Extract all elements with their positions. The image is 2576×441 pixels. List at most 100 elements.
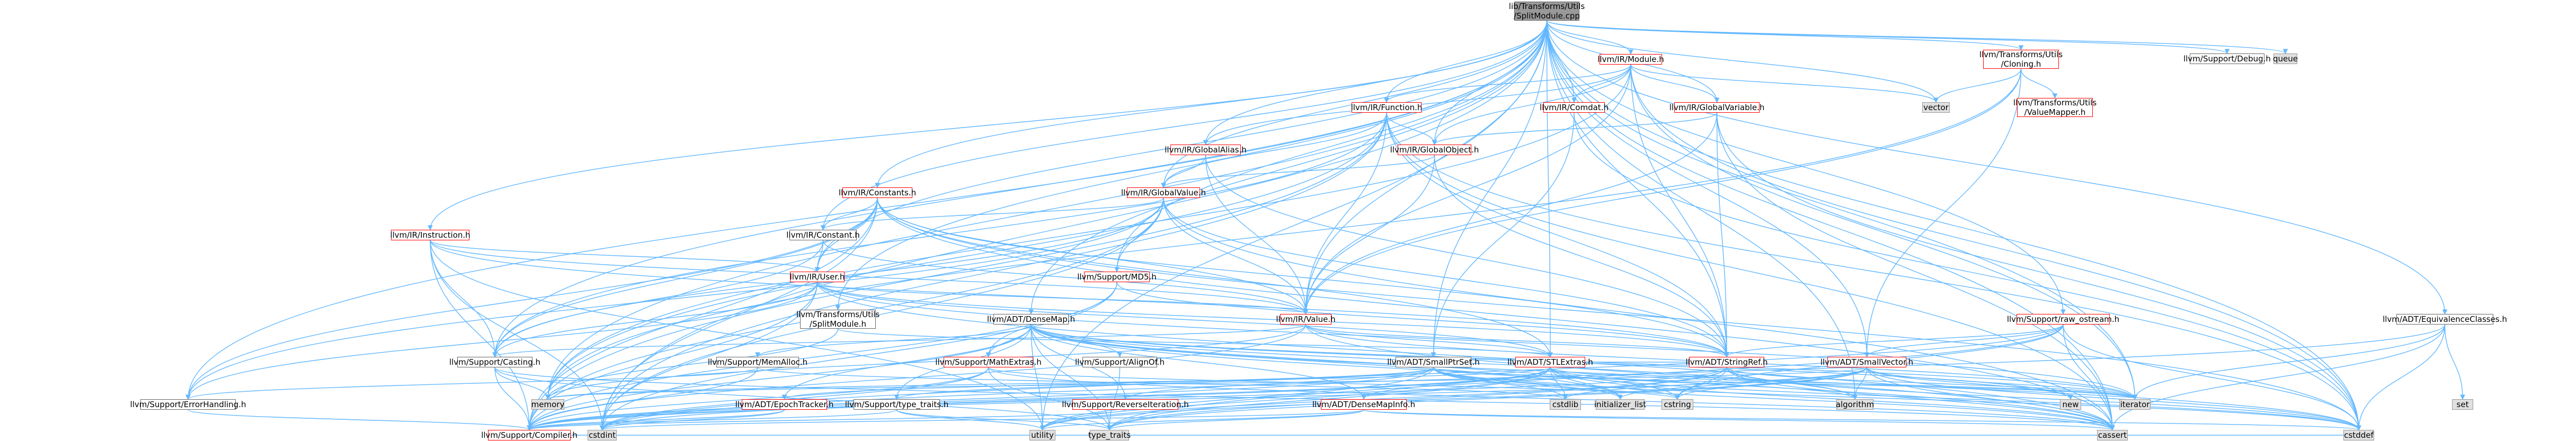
edge-user-to-casting <box>494 282 818 357</box>
edge-cloning-to-vector <box>1935 68 2022 103</box>
edge-densemap-to-utility <box>1031 324 1043 430</box>
edge-globalvariable-to-cassert <box>1716 112 2113 430</box>
node-type_traits[interactable]: type_traits <box>1088 430 1131 440</box>
node-new[interactable]: new <box>2060 399 2081 410</box>
edge-densemap-to-cstddef <box>1031 324 2359 430</box>
node-set[interactable]: set <box>2452 399 2473 410</box>
node-epochtracker[interactable]: llvm/ADT/EpochTracker.h <box>735 399 834 410</box>
edge-instruction-to-utility <box>430 240 1043 430</box>
node-user[interactable]: llvm/IR/User.h <box>789 272 845 282</box>
node-densemap[interactable]: llvm/ADT/DenseMap.h <box>987 314 1076 325</box>
edge-arrowhead <box>2018 45 2024 51</box>
node-root[interactable]: lib/Transforms/Utils /SplitModule.cpp <box>1508 2 1585 21</box>
node-vector[interactable]: vector <box>1922 102 1950 113</box>
edge-instruction-to-compiler <box>430 240 530 430</box>
edge-root-to-queue <box>1546 20 2286 54</box>
edge-arrowhead <box>1040 425 1045 431</box>
node-md5[interactable]: llvm/Support/MD5.h <box>1077 272 1157 282</box>
node-globalalias[interactable]: llvm/IR/GlobalAlias.h <box>1165 145 1247 155</box>
edge-cloning-to-memory <box>547 68 2022 400</box>
node-cstddef[interactable]: cstddef <box>2343 430 2374 440</box>
edge-arrowhead <box>185 394 191 400</box>
node-stlextras[interactable]: llvm/ADT/STLExtras.h <box>1507 357 1593 367</box>
edge-user-to-stringref <box>816 282 1727 357</box>
edge-densemapinfo-to-cstdint <box>601 409 1364 430</box>
node-module[interactable]: llvm/IR/Module.h <box>1597 54 1664 65</box>
node-value[interactable]: llvm/IR/Value.h <box>1276 314 1336 325</box>
node-splitmoduleh[interactable]: llvm/Transforms/Utils /SplitModule.h <box>796 310 880 329</box>
node-globalobject[interactable]: llvm/IR/GlobalObject.h <box>1390 145 1479 155</box>
node-iterator[interactable]: iterator <box>2119 399 2151 410</box>
node-rawostream[interactable]: llvm/Support/raw_ostream.h <box>2006 314 2120 325</box>
edge-constants-to-casting <box>494 197 878 357</box>
edge-densemapinfo-to-cstddef <box>1363 409 2359 430</box>
edge-globalvariable-to-stringref <box>1716 112 1727 357</box>
node-utility[interactable]: utility <box>1029 430 1055 440</box>
node-queue[interactable]: queue <box>2273 53 2298 64</box>
node-casting[interactable]: llvm/Support/Casting.h <box>449 357 541 367</box>
edge-constants-to-constant <box>822 197 878 230</box>
edge-root-to-algorithm <box>1546 20 1855 400</box>
node-globalvalue[interactable]: llvm/IR/GlobalValue.h <box>1121 187 1206 198</box>
node-constants[interactable]: llvm/IR/Constants.h <box>838 187 917 198</box>
edge-arrowhead <box>781 394 787 400</box>
edge-arrowhead <box>2282 49 2288 55</box>
node-debug[interactable]: llvm/Support/Debug.h <box>2183 53 2271 64</box>
edge-stringref-to-iterator <box>1726 367 2136 400</box>
node-alignof[interactable]: llvm/Support/AlignOf.h <box>1074 357 1165 367</box>
node-cstdint[interactable]: cstdint <box>588 430 617 440</box>
edge-splitmoduleh-to-stlextras <box>837 328 1551 357</box>
edge-instruction-to-casting <box>430 240 495 357</box>
node-mathextras[interactable]: llvm/Support/MathExtras.h <box>935 357 1042 367</box>
node-cloning[interactable]: llvm/Transforms/Utils /Cloning.h <box>1979 50 2063 69</box>
edge-arrowhead <box>1628 49 1633 55</box>
node-densemapinfo[interactable]: llvm/ADT/DenseMapInfo.h <box>1312 399 1416 410</box>
edge-user-to-value <box>816 282 1307 314</box>
node-smallptrset[interactable]: llvm/ADT/SmallPtrSet.h <box>1387 357 1480 367</box>
node-algorithm[interactable]: algorithm <box>1835 399 1875 410</box>
edge-root-to-debug <box>1546 20 2228 54</box>
edge-stringref-to-compiler <box>529 367 1727 430</box>
edge-arrowhead <box>527 425 532 431</box>
edge-arrowhead <box>1114 267 1120 273</box>
node-cstring[interactable]: cstring <box>1662 399 1693 410</box>
edge-stringref-to-utility <box>1042 367 1727 430</box>
node-function[interactable]: llvm/IR/Function.h <box>1351 102 1423 113</box>
node-cstdlib[interactable]: cstdlib <box>1550 399 1581 410</box>
edge-root-to-instruction <box>430 20 1548 230</box>
edge-root-to-stringref <box>1546 20 1727 357</box>
edge-arrowhead <box>1432 140 1437 146</box>
edge-densemap-to-reverseiteration <box>1031 324 1126 400</box>
edge-smallvector-to-new <box>1866 367 2071 400</box>
edge-instruction-to-cstdint <box>430 240 603 430</box>
edge-typetraits-to-compiler <box>529 409 898 430</box>
node-constant[interactable]: llvm/IR/Constant.h <box>786 230 860 240</box>
edge-stlextras-to-initializer_list <box>1550 367 1621 400</box>
edge-arrowhead <box>1562 394 1568 400</box>
node-comdat[interactable]: llvm/IR/Comdat.h <box>1540 102 1609 113</box>
edge-densemapinfo-to-type_traits <box>1109 409 1364 430</box>
node-smallvector[interactable]: llvm/ADT/SmallVector.h <box>1820 357 1914 367</box>
node-stringref[interactable]: llvm/ADT/StringRef.h <box>1685 357 1768 367</box>
edge-module-to-vector <box>1630 64 1937 103</box>
node-typetraits[interactable]: llvm/Support/type_traits.h <box>845 399 949 410</box>
edge-stringref-to-cstddef <box>1726 367 2359 430</box>
node-errorhandling[interactable]: llvm/Support/ErrorHandling.h <box>130 399 246 410</box>
node-compiler[interactable]: llvm/Support/Compiler.h <box>481 430 578 440</box>
node-memory[interactable]: memory <box>531 399 565 410</box>
node-valuemapper[interactable]: llvm/Transforms/Utils /ValueMapper.h <box>2013 98 2097 117</box>
node-globalvariable[interactable]: llvm/IR/GlobalVariable.h <box>1669 102 1765 113</box>
edge-reverseiteration-to-compiler <box>529 409 1126 430</box>
edge-cloning-to-smallvector <box>1866 68 2022 357</box>
edge-globalobject-to-globalvalue <box>1163 155 1435 188</box>
edge-splitmoduleh-to-memory <box>547 328 839 400</box>
node-cassert[interactable]: cassert <box>2097 430 2128 440</box>
node-memalloc[interactable]: llvm/Support/MemAlloc.h <box>707 357 808 367</box>
edge-mathextras-to-cassert <box>988 367 2113 430</box>
node-equivclasses[interactable]: llvm/ADT/EquivalenceClasses.h <box>2383 314 2507 325</box>
node-instruction[interactable]: llvm/IR/Instruction.h <box>390 230 470 240</box>
edge-root-to-utility <box>1042 20 1548 430</box>
edge-instruction-to-user <box>430 240 818 272</box>
node-reverseiteration[interactable]: llvm/Support/ReverseIteration.h <box>1062 399 1189 410</box>
node-initializer_list[interactable]: initializer_list <box>1594 399 1647 410</box>
